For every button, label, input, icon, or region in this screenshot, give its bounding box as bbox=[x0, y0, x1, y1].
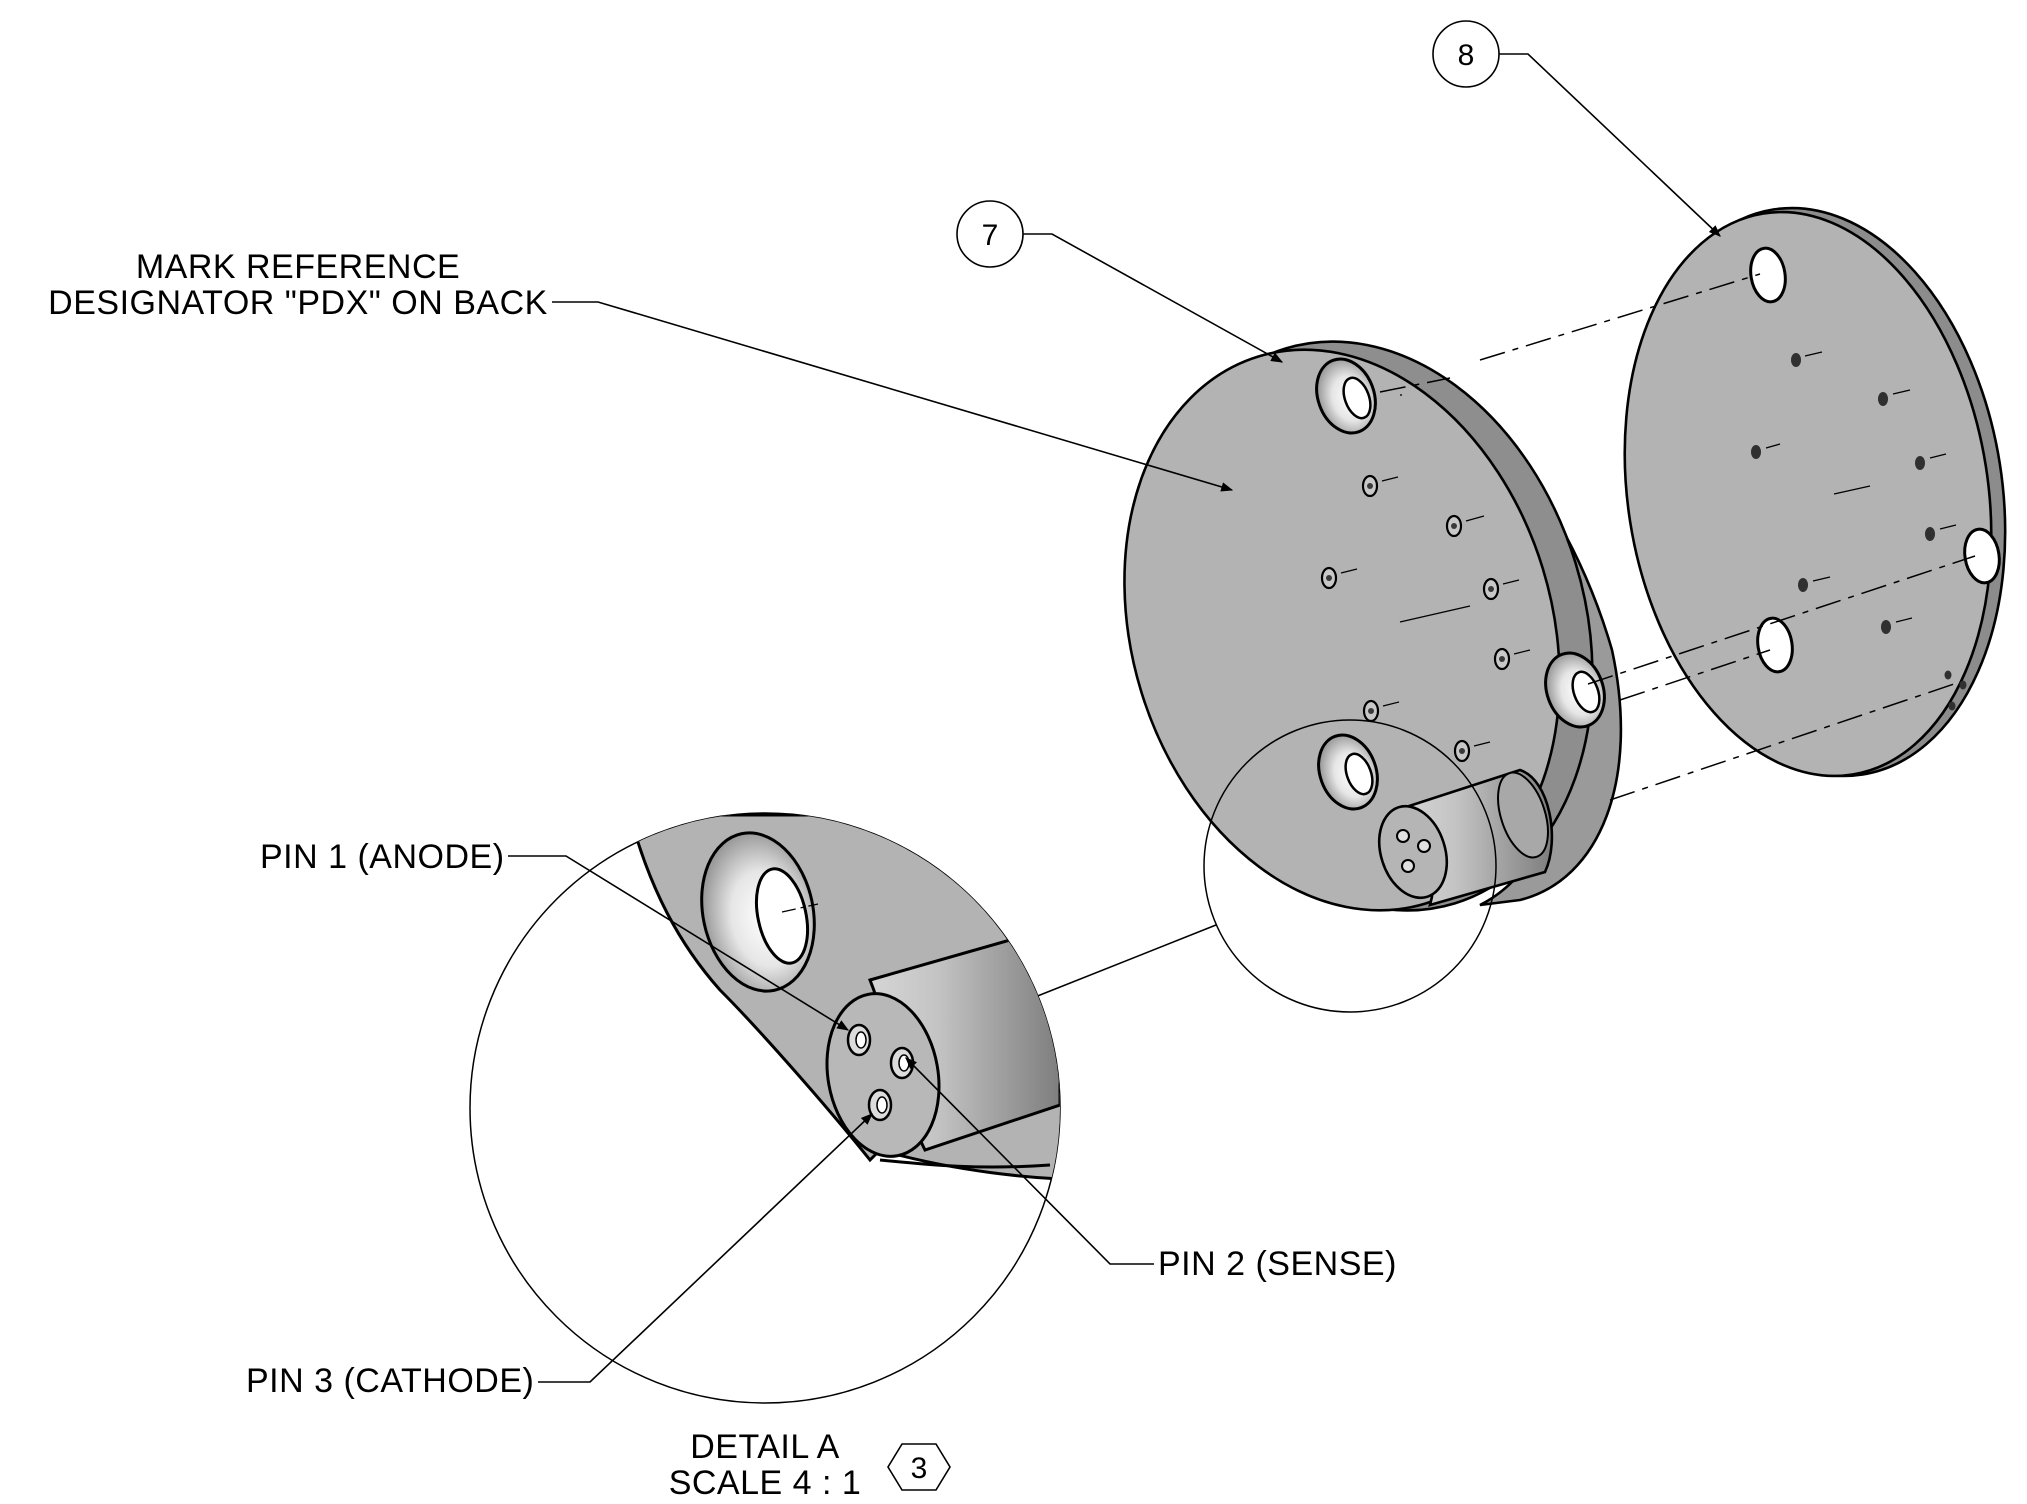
balloon-8-label: 8 bbox=[1458, 39, 1475, 72]
counterbore-holes bbox=[1315, 357, 1606, 811]
part-7-disc bbox=[1123, 340, 1623, 912]
pin-2-callout: PIN 2 (SENSE) bbox=[905, 1057, 1397, 1283]
connector-boss bbox=[1377, 768, 1554, 907]
balloon-item-7: 7 bbox=[956, 200, 1284, 363]
explode-lines bbox=[1379, 273, 1976, 801]
small-holes bbox=[1320, 474, 1511, 763]
mark-note-line-1: MARK REFERENCE bbox=[136, 248, 460, 286]
detail-title: DETAIL A bbox=[690, 1428, 840, 1466]
pin-1-label: PIN 1 (ANODE) bbox=[260, 838, 505, 876]
detail-a-title: DETAIL A SCALE 4 : 1 3 bbox=[669, 1428, 951, 1502]
revision-flag-hexagon bbox=[887, 1443, 951, 1491]
mark-note-line-2: DESIGNATOR "PDX" ON BACK bbox=[48, 284, 548, 322]
detail-a-view bbox=[469, 812, 1061, 1404]
detail-a-boundary bbox=[1203, 719, 1497, 1013]
balloon-7-label: 7 bbox=[982, 219, 999, 252]
mark-reference-note: MARK REFERENCE DESIGNATOR "PDX" ON BACK bbox=[48, 248, 1234, 492]
pin-2-label: PIN 2 (SENSE) bbox=[1158, 1245, 1397, 1283]
pin-3-callout: PIN 3 (CATHODE) bbox=[246, 1113, 873, 1400]
pin-1-callout: PIN 1 (ANODE) bbox=[260, 838, 850, 1031]
balloon-item-8: 8 bbox=[1432, 20, 1721, 237]
detail-scale: SCALE 4 : 1 bbox=[669, 1464, 862, 1502]
revision-flag-label: 3 bbox=[911, 1452, 928, 1485]
detail-link-line bbox=[1034, 924, 1217, 998]
pin-3-label: PIN 3 (CATHODE) bbox=[246, 1362, 534, 1400]
part-8-plate bbox=[1623, 206, 2007, 778]
